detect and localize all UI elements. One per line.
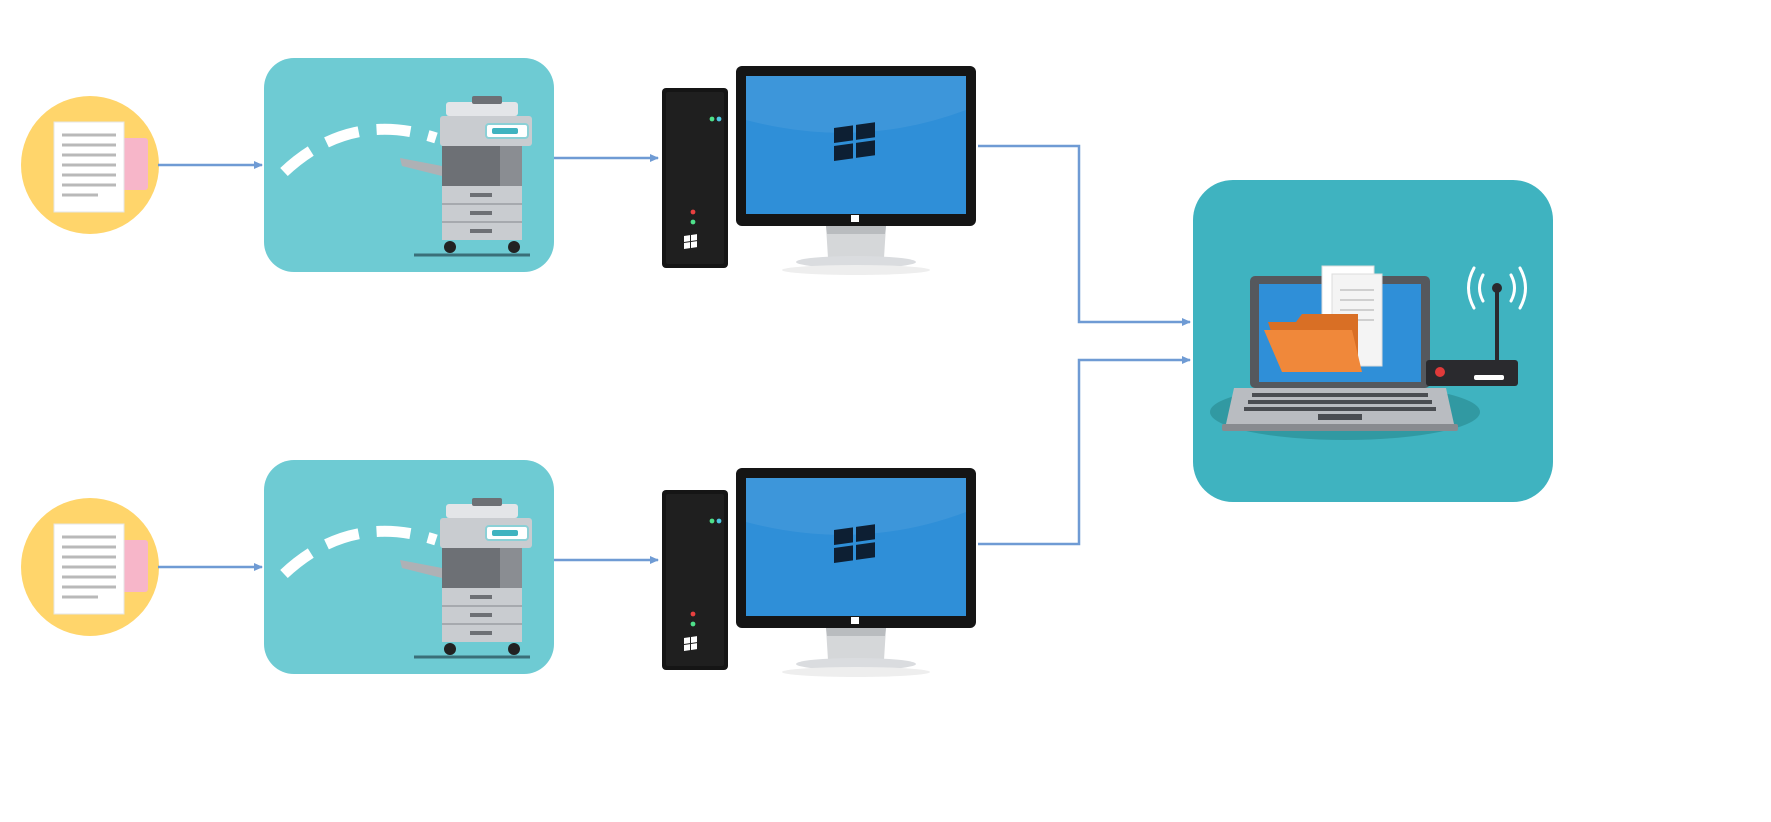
desktop-computer-icon: [662, 66, 976, 275]
copier-scanner-icon: [264, 460, 554, 674]
desktop-computer-icon: [662, 468, 976, 677]
connector-computer-2-to-server: [978, 356, 1191, 546]
document-icon: [19, 94, 161, 236]
row-1: [19, 58, 976, 275]
document-icon: [19, 496, 161, 638]
row-2: [19, 460, 976, 677]
wireless-router-icon: [1426, 283, 1518, 386]
central-storage-node: [1193, 180, 1553, 502]
copier-scanner-icon: [264, 58, 554, 272]
wifi-signal-icon: [1467, 266, 1527, 310]
folder-icon: [1264, 314, 1362, 372]
connector-computer-1-to-server: [978, 144, 1191, 326]
